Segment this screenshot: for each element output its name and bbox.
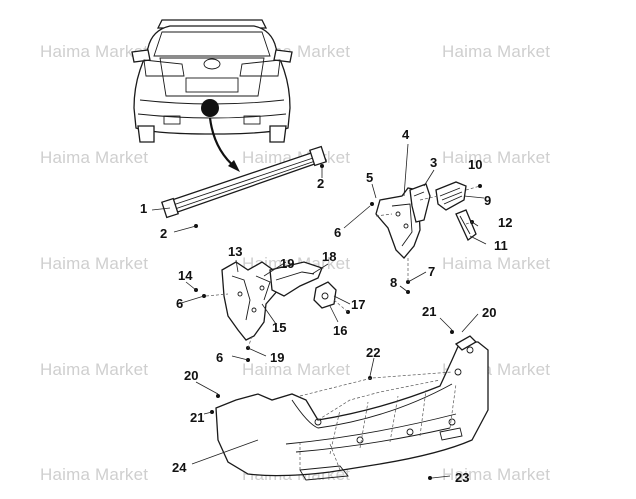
watermark: Haima Market: [442, 42, 551, 61]
callout-14: 14: [178, 268, 193, 283]
callout-7: 7: [428, 264, 436, 279]
callout-21: 21: [190, 410, 205, 425]
callout-9: 9: [484, 193, 492, 208]
callout-6: 6: [216, 350, 224, 365]
callout-11: 11: [494, 238, 508, 253]
reflector-9: [435, 181, 467, 211]
callout-19: 19: [280, 256, 295, 271]
callout-16: 16: [333, 323, 348, 338]
callout-3: 3: [430, 155, 438, 170]
impact-beam: [161, 145, 327, 219]
bracket-3: [409, 183, 431, 223]
bracket-4: [375, 187, 421, 259]
callout-24: 24: [172, 460, 187, 475]
callout-22: 22: [366, 345, 381, 360]
callout-17: 17: [351, 297, 366, 312]
callout-20: 20: [184, 368, 199, 383]
callout-4: 4: [402, 127, 410, 142]
watermark: Haima Market: [40, 254, 149, 273]
watermark: Haima Market: [40, 148, 149, 167]
watermark: Haima Market: [442, 254, 551, 273]
callout-21: 21: [422, 304, 437, 319]
callout-13: 13: [228, 244, 243, 259]
callout-5: 5: [366, 170, 374, 185]
watermark: Haima Market: [242, 360, 351, 379]
callout-10: 10: [468, 157, 483, 172]
callout-1: 1: [140, 201, 148, 216]
watermark: Haima Market: [40, 42, 149, 61]
callout-12: 12: [498, 215, 513, 230]
bracket-11: [455, 209, 477, 242]
clip-17: [313, 281, 337, 309]
watermark: Haima Market: [40, 360, 149, 379]
callout-15: 15: [272, 320, 287, 335]
callout-6: 6: [176, 296, 184, 311]
callout-8: 8: [390, 275, 398, 290]
bracket-18: [269, 261, 323, 297]
watermark: Haima Market: [40, 465, 149, 484]
side-bracket-13: [221, 261, 279, 341]
callout-20: 20: [482, 305, 497, 320]
callout-2: 2: [160, 226, 168, 241]
callout-6: 6: [334, 225, 342, 240]
watermark: Haima Market: [442, 148, 551, 167]
callout-2: 2: [317, 176, 325, 191]
bumper-cover: [215, 341, 489, 481]
callout-23: 23: [455, 470, 470, 485]
watermark: Haima Market: [442, 465, 551, 484]
callout-19: 19: [270, 350, 285, 365]
car-rear-view: [131, 19, 293, 143]
callout-18: 18: [322, 249, 337, 264]
